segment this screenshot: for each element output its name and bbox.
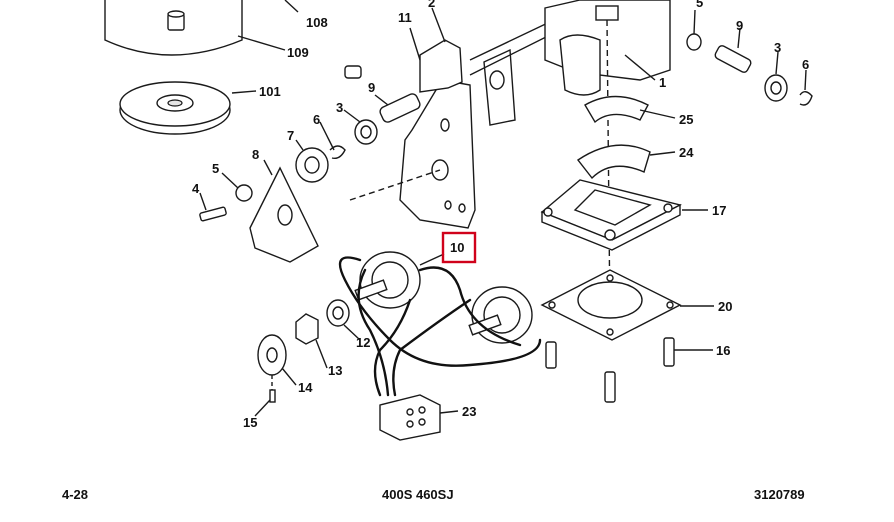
callout-20: 20 bbox=[718, 299, 732, 314]
part-16-bolts bbox=[545, 337, 675, 403]
callout-11: 11 bbox=[398, 10, 412, 25]
model-name: 400S 460SJ bbox=[382, 487, 454, 502]
part-17-flange bbox=[540, 179, 682, 251]
callout-108: 108 bbox=[306, 15, 328, 30]
callout-16: 16 bbox=[716, 343, 730, 358]
callout-7: 7 bbox=[287, 128, 294, 143]
part-20-gasket bbox=[540, 269, 682, 341]
callout-3-right: 3 bbox=[774, 40, 781, 55]
callout-5-left: 5 bbox=[212, 161, 219, 176]
callout-1: 1 bbox=[659, 75, 666, 90]
part-101-disc bbox=[119, 81, 231, 135]
callout-17: 17 bbox=[712, 203, 726, 218]
callout-8: 8 bbox=[252, 147, 259, 162]
callout-101: 101 bbox=[259, 84, 281, 99]
callout-14: 14 bbox=[298, 380, 313, 395]
part-1-housing bbox=[544, 0, 671, 321]
callout-23: 23 bbox=[462, 404, 476, 419]
part-23-connector bbox=[379, 394, 441, 441]
page-number: 4-28 bbox=[62, 487, 89, 502]
callout-109: 109 bbox=[287, 45, 309, 60]
gear-and-nuts bbox=[257, 299, 350, 403]
left-hardware bbox=[199, 65, 421, 263]
callout-12: 12 bbox=[356, 335, 370, 350]
callout-10: 10 bbox=[450, 240, 464, 255]
callout-15: 15 bbox=[243, 415, 257, 430]
callout-13: 13 bbox=[328, 363, 342, 378]
callout-24: 24 bbox=[679, 145, 694, 160]
callout-6-left: 6 bbox=[313, 112, 320, 127]
callout-9-right: 9 bbox=[736, 18, 743, 33]
part-109-cylinder bbox=[104, 0, 243, 56]
top-right-hardware bbox=[686, 33, 813, 106]
callout-4: 4 bbox=[192, 181, 200, 196]
document-number: 3120789 bbox=[754, 487, 805, 502]
callout-3-left: 3 bbox=[336, 100, 343, 115]
callout-labels: 108 109 101 11 2 1 25 24 17 20 16 23 5 9… bbox=[192, 0, 809, 430]
leader-lines bbox=[199, 0, 807, 417]
potentiometer-assembly bbox=[338, 251, 542, 397]
callout-9-left: 9 bbox=[368, 80, 375, 95]
part-25-bushing bbox=[584, 95, 649, 124]
part-24-bushing bbox=[576, 144, 651, 180]
highlight-box-part-10 bbox=[441, 231, 477, 264]
callout-5-right: 5 bbox=[696, 0, 703, 10]
callout-25: 25 bbox=[679, 112, 693, 127]
callout-6-right: 6 bbox=[802, 57, 809, 72]
callout-2: 2 bbox=[428, 0, 435, 10]
part-10-bracket bbox=[349, 9, 576, 229]
